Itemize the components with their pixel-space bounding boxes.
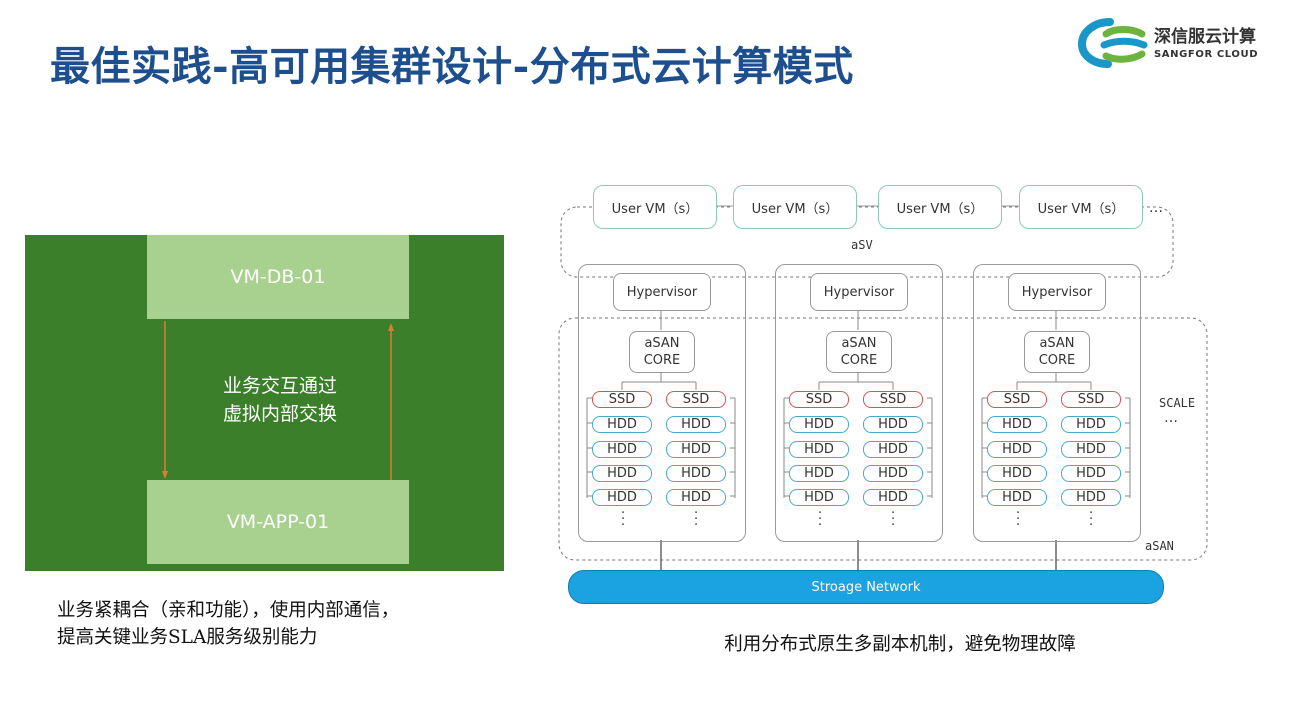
hdd-disk: HDD [863,465,923,482]
right-caption: 利用分布式原生多副本机制，避免物理故障 [724,634,1076,655]
hdd-disk: HDD [666,441,726,458]
vm-affinity-panel: VM-DB-01 业务交互通过 虚拟内部交换 VM-APP-01 [25,235,504,571]
vm-db-box: VM-DB-01 [147,235,409,319]
asan-core-box: aSAN CORE [629,331,695,373]
core-line-2: CORE [1038,353,1076,368]
left-caption-line-1: 业务紧耦合（亲和功能），使用内部通信， [57,600,400,621]
more-disks-icon: ··· [1016,506,1021,533]
hypervisor-box: Hypervisor [810,273,908,311]
cloud-logo-icon [1077,18,1148,68]
asv-label: aSV [851,238,873,252]
core-line-1: aSAN [841,336,877,351]
scale-label: SCALE [1159,396,1196,410]
hdd-disk: HDD [987,489,1047,506]
user-vm-box: User VM（s） [1019,185,1143,229]
logo-subtitle: SANGFOR CLOUD [1154,49,1259,60]
hdd-disk: HDD [863,441,923,458]
host-node: Hypervisor aSAN CORE SSD SSD HDD HDD HDD… [973,264,1141,542]
hdd-disk: HDD [1061,416,1121,433]
diagram-lines [558,205,1208,572]
host-node: Hypervisor aSAN CORE SSD SSD HDD HDD HDD… [775,264,943,542]
hdd-disk: HDD [592,489,652,506]
hdd-disk: HDD [1061,441,1121,458]
hdd-disk: HDD [666,416,726,433]
distributed-architecture-diagram: User VM（s） User VM（s） User VM（s） User VM… [555,180,1215,610]
hdd-disk: HDD [987,441,1047,458]
internal-switch-text: 业务交互通过 虚拟内部交换 [155,372,405,428]
page-title: 最佳实践-高可用集群设计-分布式云计算模式 [50,43,854,90]
user-vm-box: User VM（s） [878,185,1002,229]
core-line-2: CORE [840,353,878,368]
asan-core-box: aSAN CORE [1024,331,1090,373]
left-caption: 业务紧耦合（亲和功能），使用内部通信， 提高关键业务SLA服务级别能力 [57,597,527,651]
more-disks-icon: ··· [621,506,626,533]
vm-app-box: VM-APP-01 [147,480,409,564]
ssd-disk: SSD [1061,391,1121,408]
ssd-disk: SSD [987,391,1047,408]
storage-network-bar: Stroage Network [568,570,1164,604]
hdd-disk: HDD [592,441,652,458]
logo-name: 深信服云计算 [1154,27,1256,47]
arrow-down-icon [162,321,168,479]
ssd-disk: SSD [863,391,923,408]
asan-core-box: aSAN CORE [826,331,892,373]
middle-line-1: 业务交互通过 [222,375,337,397]
hdd-disk: HDD [666,465,726,482]
core-line-2: CORE [643,353,681,368]
host-node: Hypervisor aSAN CORE SSD SSD HDD HDD HDD… [578,264,746,542]
core-line-1: aSAN [644,336,680,351]
hdd-disk: HDD [789,416,849,433]
hdd-disk: HDD [789,489,849,506]
arrow-up-icon [388,323,394,481]
hdd-disk: HDD [789,441,849,458]
user-vm-box: User VM（s） [593,185,717,229]
hdd-disk: HDD [987,416,1047,433]
middle-line-2: 虚拟内部交换 [222,403,337,425]
hypervisor-box: Hypervisor [613,273,711,311]
left-caption-line-2: 提高关键业务SLA服务级别能力 [57,627,318,648]
hdd-disk: HDD [863,416,923,433]
scale-more: … [1164,410,1179,426]
hdd-disk: HDD [592,465,652,482]
more-disks-icon: ··· [818,506,823,533]
ssd-disk: SSD [592,391,652,408]
sangfor-logo: 深信服云计算 SANGFOR CLOUD [1076,14,1286,70]
hdd-disk: HDD [1061,489,1121,506]
hdd-disk: HDD [987,465,1047,482]
hdd-disk: HDD [666,489,726,506]
more-disks-icon: ··· [891,506,896,533]
asan-label: aSAN [1145,539,1174,553]
hdd-disk: HDD [1061,465,1121,482]
hdd-disk: HDD [789,465,849,482]
core-line-1: aSAN [1039,336,1075,351]
hdd-disk: HDD [592,416,652,433]
ssd-disk: SSD [666,391,726,408]
user-vm-box: User VM（s） [733,185,857,229]
ssd-disk: SSD [789,391,849,408]
more-disks-icon: ··· [694,506,699,533]
more-disks-icon: ··· [1089,506,1094,533]
hypervisor-box: Hypervisor [1008,273,1106,311]
hdd-disk: HDD [863,489,923,506]
user-vm-more: … [1149,200,1164,216]
